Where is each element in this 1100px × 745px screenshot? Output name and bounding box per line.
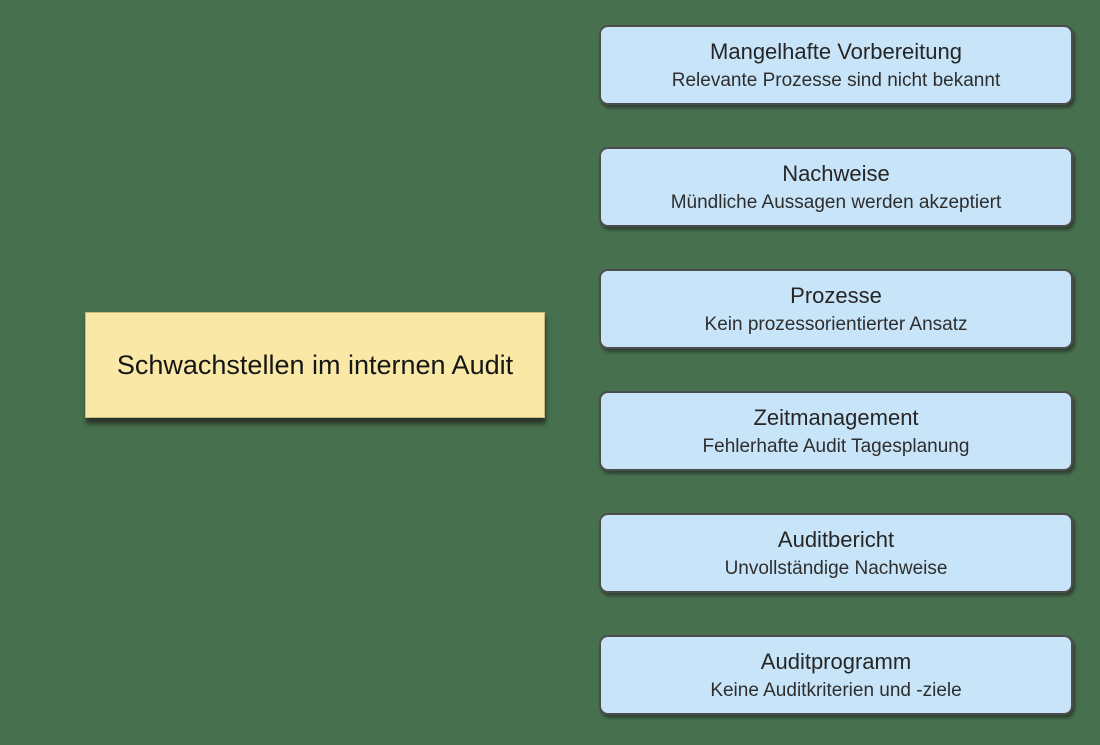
- node-zeitmanagement: Zeitmanagement Fehlerhafte Audit Tagespl…: [599, 391, 1073, 471]
- node-auditbericht: Auditbericht Unvollständige Nachweise: [599, 513, 1073, 593]
- node-title: Nachweise: [782, 160, 890, 186]
- node-subtitle: Keine Auditkriterien und -ziele: [710, 679, 962, 701]
- node-title: Mangelhafte Vorbereitung: [710, 38, 962, 64]
- node-subtitle: Kein prozessorientierter Ansatz: [704, 313, 968, 335]
- node-subtitle: Fehlerhafte Audit Tagesplanung: [702, 435, 970, 457]
- node-title: Zeitmanagement: [753, 404, 919, 430]
- node-auditprogramm: Auditprogramm Keine Auditkriterien und -…: [599, 635, 1073, 715]
- node-nachweise: Nachweise Mündliche Aussagen werden akze…: [599, 147, 1073, 227]
- root-node-schwachstellen: Schwachstellen im internen Audit: [85, 312, 545, 418]
- node-prozesse: Prozesse Kein prozessorientierter Ansatz: [599, 269, 1073, 349]
- node-subtitle: Unvollständige Nachweise: [724, 557, 948, 579]
- node-mangelhafte-vorbereitung: Mangelhafte Vorbereitung Relevante Proze…: [599, 25, 1073, 105]
- root-node-label: Schwachstellen im internen Audit: [116, 349, 514, 380]
- node-title: Prozesse: [790, 282, 882, 308]
- node-subtitle: Relevante Prozesse sind nicht bekannt: [671, 69, 1001, 91]
- node-title: Auditbericht: [777, 526, 895, 552]
- node-title: Auditprogramm: [760, 648, 912, 674]
- node-subtitle: Mündliche Aussagen werden akzeptiert: [670, 191, 1002, 213]
